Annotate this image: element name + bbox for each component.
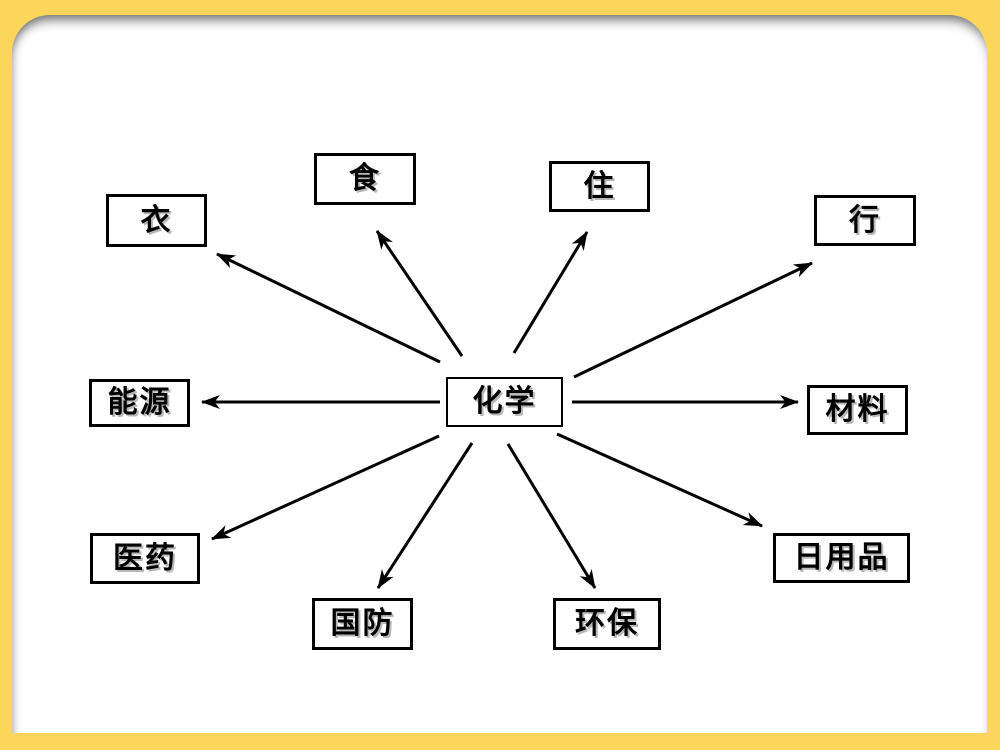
node-cailiao-label: 材料 bbox=[825, 393, 890, 426]
node-shi-label: 食 bbox=[349, 162, 381, 195]
arrow-huaxue-to-yiyao bbox=[211, 434, 440, 541]
node-zhu-label: 住 bbox=[583, 169, 616, 203]
arrow-huaxue-to-yi bbox=[216, 252, 441, 364]
node-riyongpin-label: 日用品 bbox=[793, 541, 890, 574]
arrow-huaxue-to-xing bbox=[573, 261, 813, 379]
slide-content-panel bbox=[12, 15, 987, 733]
node-nengyuan-label: 能源 bbox=[107, 386, 172, 419]
arrow-huaxue-to-zhu bbox=[512, 231, 589, 354]
arrow-huaxue-to-riyongpin bbox=[556, 432, 763, 528]
node-huaxue-label: 化学 bbox=[472, 385, 537, 418]
node-huaxue: 化学 bbox=[446, 377, 563, 427]
node-yiyao: 医药 bbox=[90, 533, 200, 584]
arrow-huaxue-to-shi bbox=[375, 230, 464, 357]
node-yiyao-label: 医药 bbox=[113, 541, 177, 575]
node-guofang-label: 国防 bbox=[330, 607, 395, 640]
node-huanbao-label: 环保 bbox=[575, 607, 639, 640]
arrow-huaxue-to-guofang bbox=[376, 442, 474, 589]
node-huanbao: 环保 bbox=[553, 598, 661, 650]
node-riyongpin: 日用品 bbox=[773, 533, 910, 583]
node-zhu: 住 bbox=[549, 161, 650, 212]
node-xing: 行 bbox=[814, 195, 916, 246]
node-xing-label: 行 bbox=[849, 203, 881, 237]
node-cailiao: 材料 bbox=[807, 385, 908, 435]
node-yi-label: 衣 bbox=[140, 203, 173, 237]
node-guofang: 国防 bbox=[312, 598, 413, 650]
node-shi: 食 bbox=[314, 153, 416, 205]
node-yi: 衣 bbox=[106, 194, 207, 247]
node-nengyuan: 能源 bbox=[89, 379, 190, 427]
arrow-huaxue-to-huanbao bbox=[506, 443, 597, 589]
